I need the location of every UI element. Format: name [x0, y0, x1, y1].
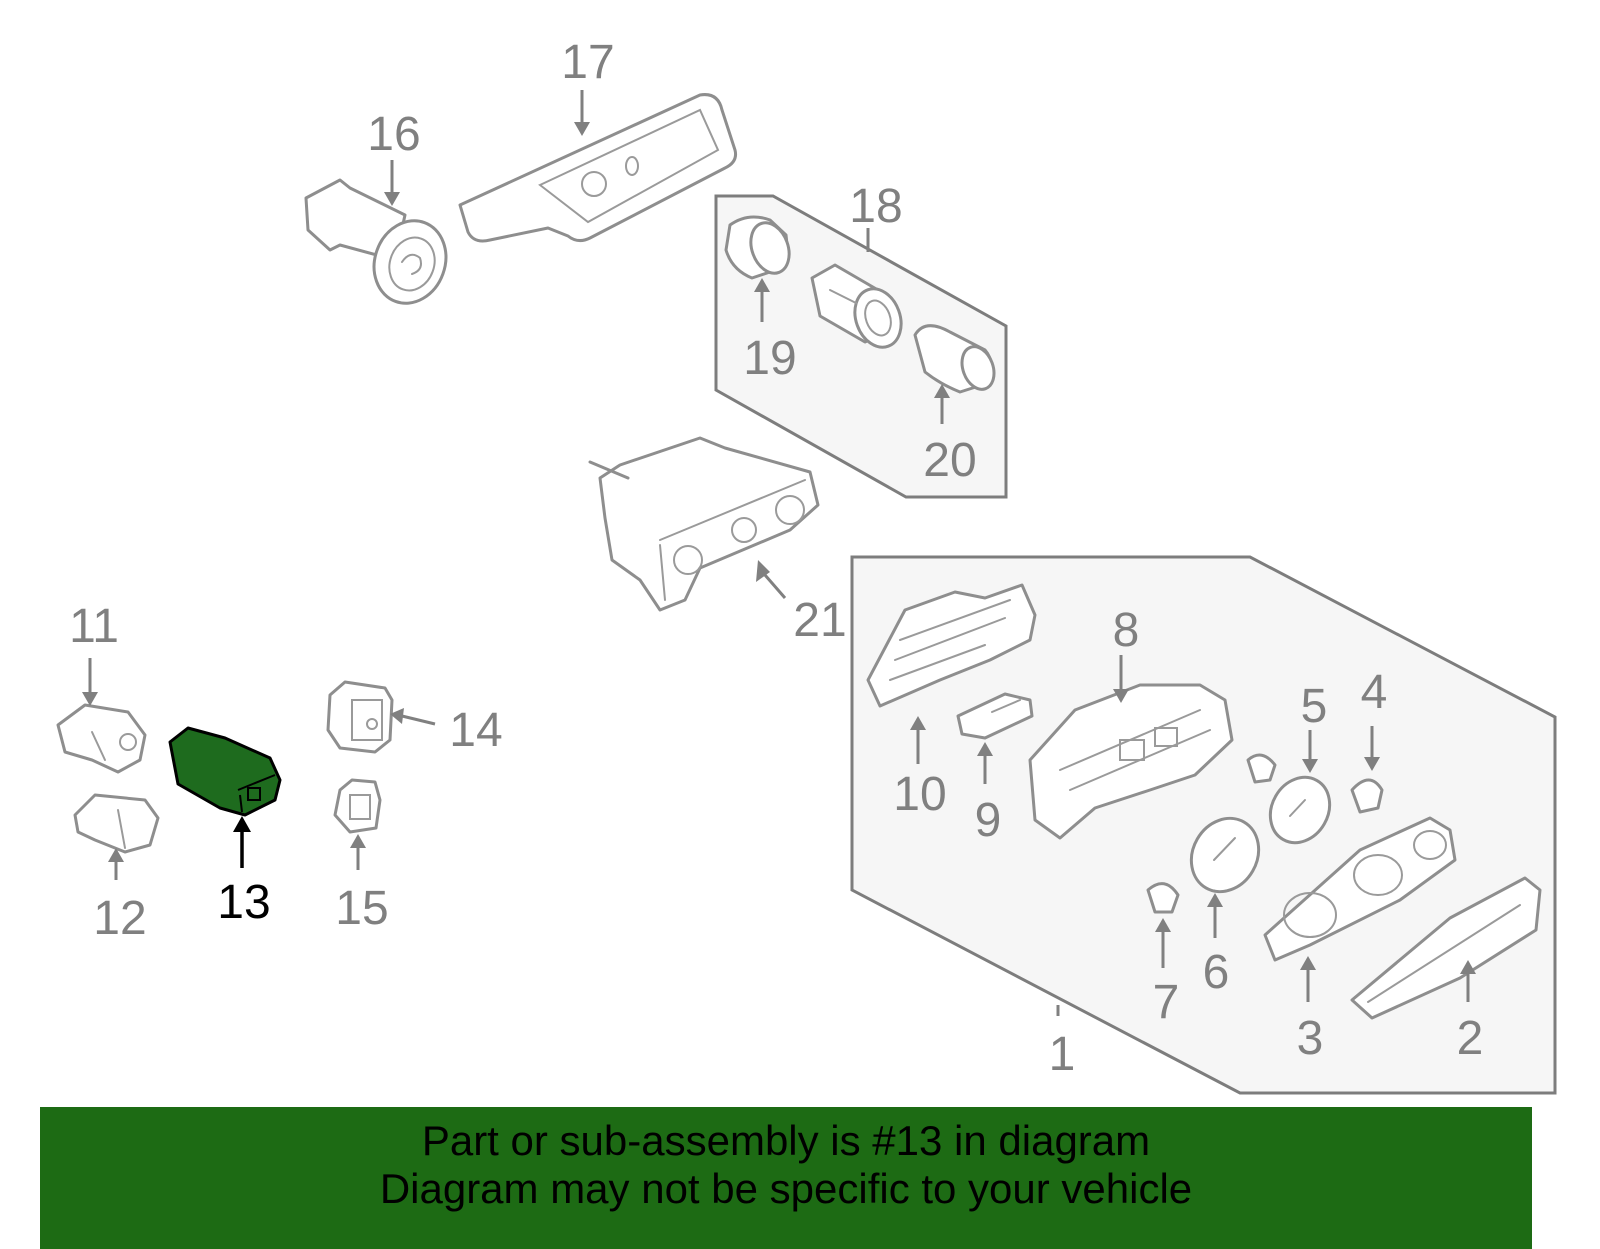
- callout-labels: 17 16 18 19 20 21 8 5 4 10 9 6 7 3 2 1 1…: [69, 36, 1483, 1081]
- label-11: 11: [69, 600, 119, 653]
- label-5: 5: [1301, 680, 1328, 733]
- label-2: 2: [1457, 1012, 1484, 1065]
- label-14: 14: [449, 704, 502, 757]
- group-box-1: [850, 555, 1557, 1095]
- part-8-cluster-housing[interactable]: [1028, 683, 1234, 840]
- part-13-highlighted-switch[interactable]: [168, 726, 282, 817]
- info-banner: Part or sub-assembly is #13 in diagram D…: [40, 1107, 1532, 1249]
- part-11-switch[interactable]: [56, 703, 147, 774]
- part-10-circuit-board[interactable]: [866, 583, 1037, 708]
- part-14-switch[interactable]: [326, 680, 394, 754]
- label-15: 15: [335, 882, 388, 935]
- label-3: 3: [1297, 1012, 1324, 1065]
- banner-part-notice: Part or sub-assembly is #13 in diagram: [421, 1117, 1151, 1164]
- part-12-switch[interactable]: [73, 793, 160, 854]
- part-17-trim-panel[interactable]: [458, 93, 737, 243]
- label-12: 12: [93, 892, 146, 945]
- part-21-climate-control[interactable]: [588, 436, 820, 612]
- leader-arrows: [82, 90, 1476, 1016]
- label-9: 9: [975, 794, 1002, 847]
- part-2-bezel[interactable]: [1350, 876, 1542, 1020]
- part-small-bracket[interactable]: [1246, 753, 1277, 784]
- part-3-lens-frame[interactable]: [1263, 816, 1457, 962]
- label-10: 10: [893, 768, 946, 821]
- label-19: 19: [743, 332, 796, 385]
- part-19-cap[interactable]: [724, 215, 796, 280]
- part-16-ignition-lock[interactable]: [304, 178, 457, 313]
- part-7-gauge[interactable]: [1146, 882, 1180, 914]
- part-5-gauge[interactable]: [1259, 767, 1341, 854]
- part-18-lighter-socket[interactable]: [810, 263, 909, 354]
- part-20-lighter[interactable]: [913, 324, 1000, 394]
- label-13: 13: [217, 876, 270, 929]
- label-1: 1: [1049, 1028, 1076, 1081]
- label-17: 17: [561, 36, 614, 89]
- part-6-gauge[interactable]: [1178, 806, 1271, 904]
- label-18: 18: [849, 180, 902, 233]
- part-4-gauge[interactable]: [1350, 778, 1384, 814]
- label-21: 21: [793, 594, 846, 647]
- part-15-plate[interactable]: [333, 778, 382, 834]
- label-20: 20: [923, 434, 976, 487]
- group-box-18: [714, 194, 1008, 499]
- label-7: 7: [1153, 976, 1180, 1029]
- banner-disclaimer: Diagram may not be specific to your vehi…: [379, 1165, 1193, 1212]
- label-8: 8: [1113, 604, 1140, 657]
- label-6: 6: [1203, 946, 1230, 999]
- part-9-switch[interactable]: [956, 692, 1034, 740]
- label-4: 4: [1361, 666, 1388, 719]
- label-16: 16: [367, 108, 420, 161]
